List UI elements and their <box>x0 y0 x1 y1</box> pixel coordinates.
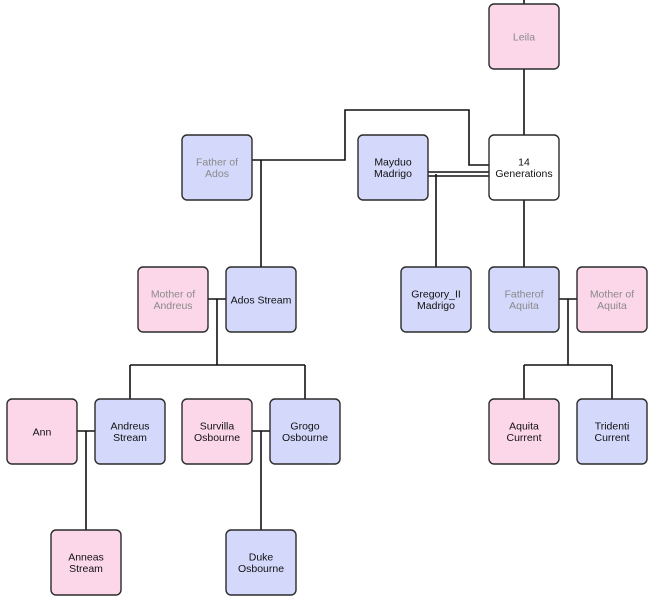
person-box[interactable] <box>488 134 560 201</box>
person-node-leila[interactable]: Leila <box>488 3 560 70</box>
person-name-line: Current <box>594 432 629 444</box>
person-name-line: Current <box>506 432 541 444</box>
person-name-line: Generations <box>495 168 552 180</box>
person-name-line: Aquita <box>597 300 627 312</box>
person-name-line: Stream <box>69 563 103 575</box>
person-box[interactable] <box>488 398 560 465</box>
person-box[interactable] <box>94 398 166 465</box>
person-name-line: Duke <box>249 552 274 564</box>
person-name-line: Anneas <box>68 552 104 564</box>
person-name-line: Ados Stream <box>231 294 292 306</box>
person-box[interactable] <box>50 529 122 596</box>
person-box[interactable] <box>269 398 341 465</box>
person-box[interactable] <box>576 398 648 465</box>
person-box[interactable] <box>576 266 648 333</box>
person-name-line: 14 <box>518 157 530 169</box>
person-name-line: Leila <box>513 31 535 43</box>
person-name-line: Madrigo <box>374 168 412 180</box>
person-name-line: Fatherof <box>504 289 543 301</box>
connector-lines <box>77 0 613 530</box>
person-box[interactable] <box>357 134 429 201</box>
person-box[interactable] <box>181 134 253 201</box>
person-node-ados-stream[interactable]: Ados Stream <box>225 266 297 333</box>
person-box[interactable] <box>225 266 297 333</box>
person-box[interactable] <box>137 266 209 333</box>
person-name-line: Aquita <box>509 300 539 312</box>
person-box[interactable] <box>225 529 297 596</box>
person-name-line: Aquita <box>509 421 539 433</box>
person-box[interactable] <box>488 3 560 70</box>
person-name-line: Andreus <box>110 421 149 433</box>
person-name-line: Ann <box>33 426 52 438</box>
person-box[interactable] <box>181 398 253 465</box>
person-name-line: Madrigo <box>417 300 455 312</box>
person-name-line: Gregory_II <box>411 289 461 301</box>
person-name-line: Mother of <box>151 289 195 301</box>
person-name-line: Andreus <box>153 300 192 312</box>
person-name-line: Grogo <box>290 421 319 433</box>
person-name-line: Stream <box>113 432 147 444</box>
person-name-line: Mayduo <box>374 157 412 169</box>
person-name-line: Tridenti <box>595 421 630 433</box>
person-box[interactable] <box>6 398 78 465</box>
person-name-line: Ados <box>205 168 229 180</box>
person-node-ann[interactable]: Ann <box>6 398 78 465</box>
person-name-line: Father of <box>196 157 238 169</box>
person-name-line: Osbourne <box>238 563 284 575</box>
person-box[interactable] <box>488 266 560 333</box>
person-box[interactable] <box>400 266 472 333</box>
person-name-line: Osbourne <box>194 432 240 444</box>
connector-line <box>252 109 489 166</box>
person-name-line: Osbourne <box>282 432 328 444</box>
person-name-line: Mother of <box>590 289 634 301</box>
person-name-line: Survilla <box>200 421 235 433</box>
